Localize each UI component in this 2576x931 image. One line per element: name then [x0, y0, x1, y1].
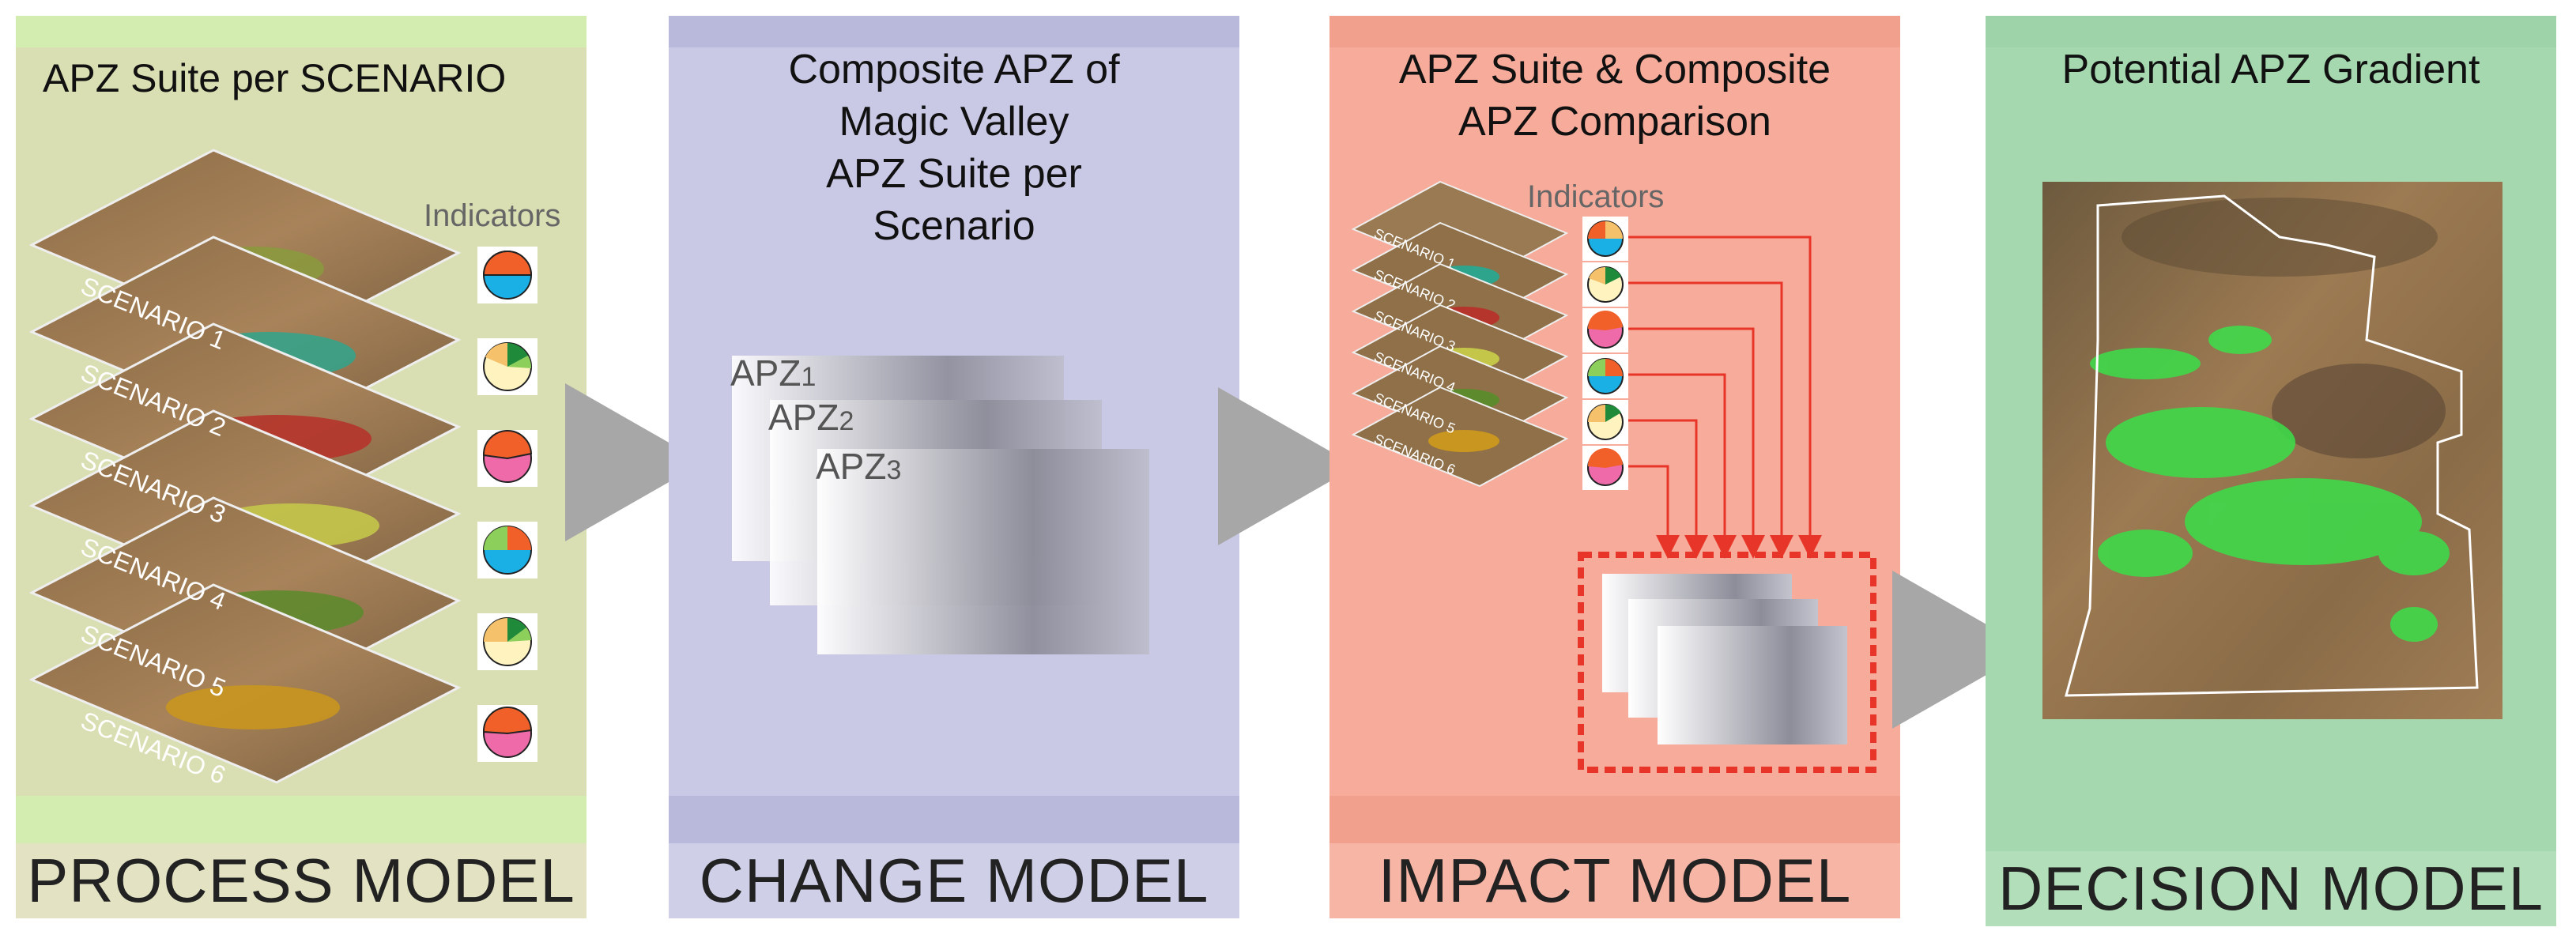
title-line: Scenario [873, 203, 1035, 249]
indicator-pie [1582, 217, 1628, 261]
indicator-pie [477, 613, 537, 670]
apz-gradient-areas [2090, 326, 2450, 642]
decision-model-label: DECISION MODEL [1986, 851, 2556, 926]
title-line: APZ Comparison [1458, 99, 1771, 145]
panel-top-band [16, 16, 586, 47]
scenario-layers [28, 149, 462, 784]
indicator-connector-lines [1628, 236, 1822, 559]
decision-title: Potential APZ Gradient [2061, 47, 2480, 92]
indicator-pie [1582, 400, 1628, 444]
process-model-panel: PROCESS MODEL APZ Suite per SCENARIO [16, 16, 586, 918]
scenario-layers [1351, 180, 1569, 488]
flow-arrow [565, 383, 703, 541]
indicator-pie [477, 522, 537, 579]
indicator-pie [1582, 308, 1628, 352]
indicators-label: Indicators [1527, 179, 1664, 214]
panel-bottom-band [669, 796, 1239, 843]
panel-bottom-band [1329, 796, 1900, 843]
apz-layer [817, 449, 1149, 654]
indicator-pie [477, 430, 537, 487]
indicator-pies [1582, 217, 1628, 490]
impact-diagram: SCENARIO 1 SCENARIO 2 SCENARIO 3 SCENARI… [1351, 179, 1876, 773]
indicator-pie [477, 247, 537, 303]
apz-layer [1658, 626, 1847, 744]
title-line: Composite APZ of [788, 47, 1120, 92]
apz-label: APZ1 [730, 352, 816, 394]
panel-top-band [1986, 16, 2556, 47]
indicators-label: Indicators [424, 198, 560, 233]
change-model-label: CHANGE MODEL [669, 843, 1239, 918]
title-line: APZ Suite & Composite [1398, 47, 1831, 92]
panel-top-band [1329, 16, 1900, 47]
indicator-pie [1582, 446, 1628, 490]
change-title: Composite APZ of Magic Valley APZ Suite … [669, 43, 1239, 252]
composite-comparison-box [1578, 552, 1876, 773]
decision-model-panel: DECISION MODEL Potential APZ Gradient [1986, 16, 2556, 926]
indicator-pies [477, 247, 537, 762]
process-title: APZ Suite per SCENARIO [43, 56, 507, 100]
indicator-pie [1582, 354, 1628, 398]
study-area-boundary [2065, 194, 2479, 697]
change-model-panel: CHANGE MODEL Composite APZ of Magic Vall… [669, 16, 1239, 918]
process-model-label: PROCESS MODEL [16, 843, 586, 918]
apz-label: APZ2 [768, 397, 854, 438]
impact-model-label: IMPACT MODEL [1329, 843, 1900, 918]
title-line: APZ Suite per [826, 151, 1082, 197]
composite-apz-layers: APZ1 APZ2 APZ3 [730, 352, 1149, 654]
indicator-pie [1582, 262, 1628, 307]
indicator-pie [477, 705, 537, 762]
impact-model-panel: IMPACT MODEL APZ Suite & Composite APZ C… [1329, 16, 1900, 918]
apz-gradient-map [2042, 182, 2502, 719]
apz-label: APZ3 [816, 446, 901, 487]
indicator-pie [477, 338, 537, 395]
flow-arrow [1892, 571, 2031, 729]
panel-top-band [669, 16, 1239, 47]
panel-bottom-band [16, 796, 586, 843]
title-line: Magic Valley [839, 99, 1069, 145]
impact-title: APZ Suite & Composite APZ Comparison [1329, 43, 1900, 148]
flow-arrow [1218, 387, 1356, 545]
scenario-stack: SCENARIO 1 SCENARIO 2 SCENARIO 3 SCENARI… [28, 149, 560, 790]
